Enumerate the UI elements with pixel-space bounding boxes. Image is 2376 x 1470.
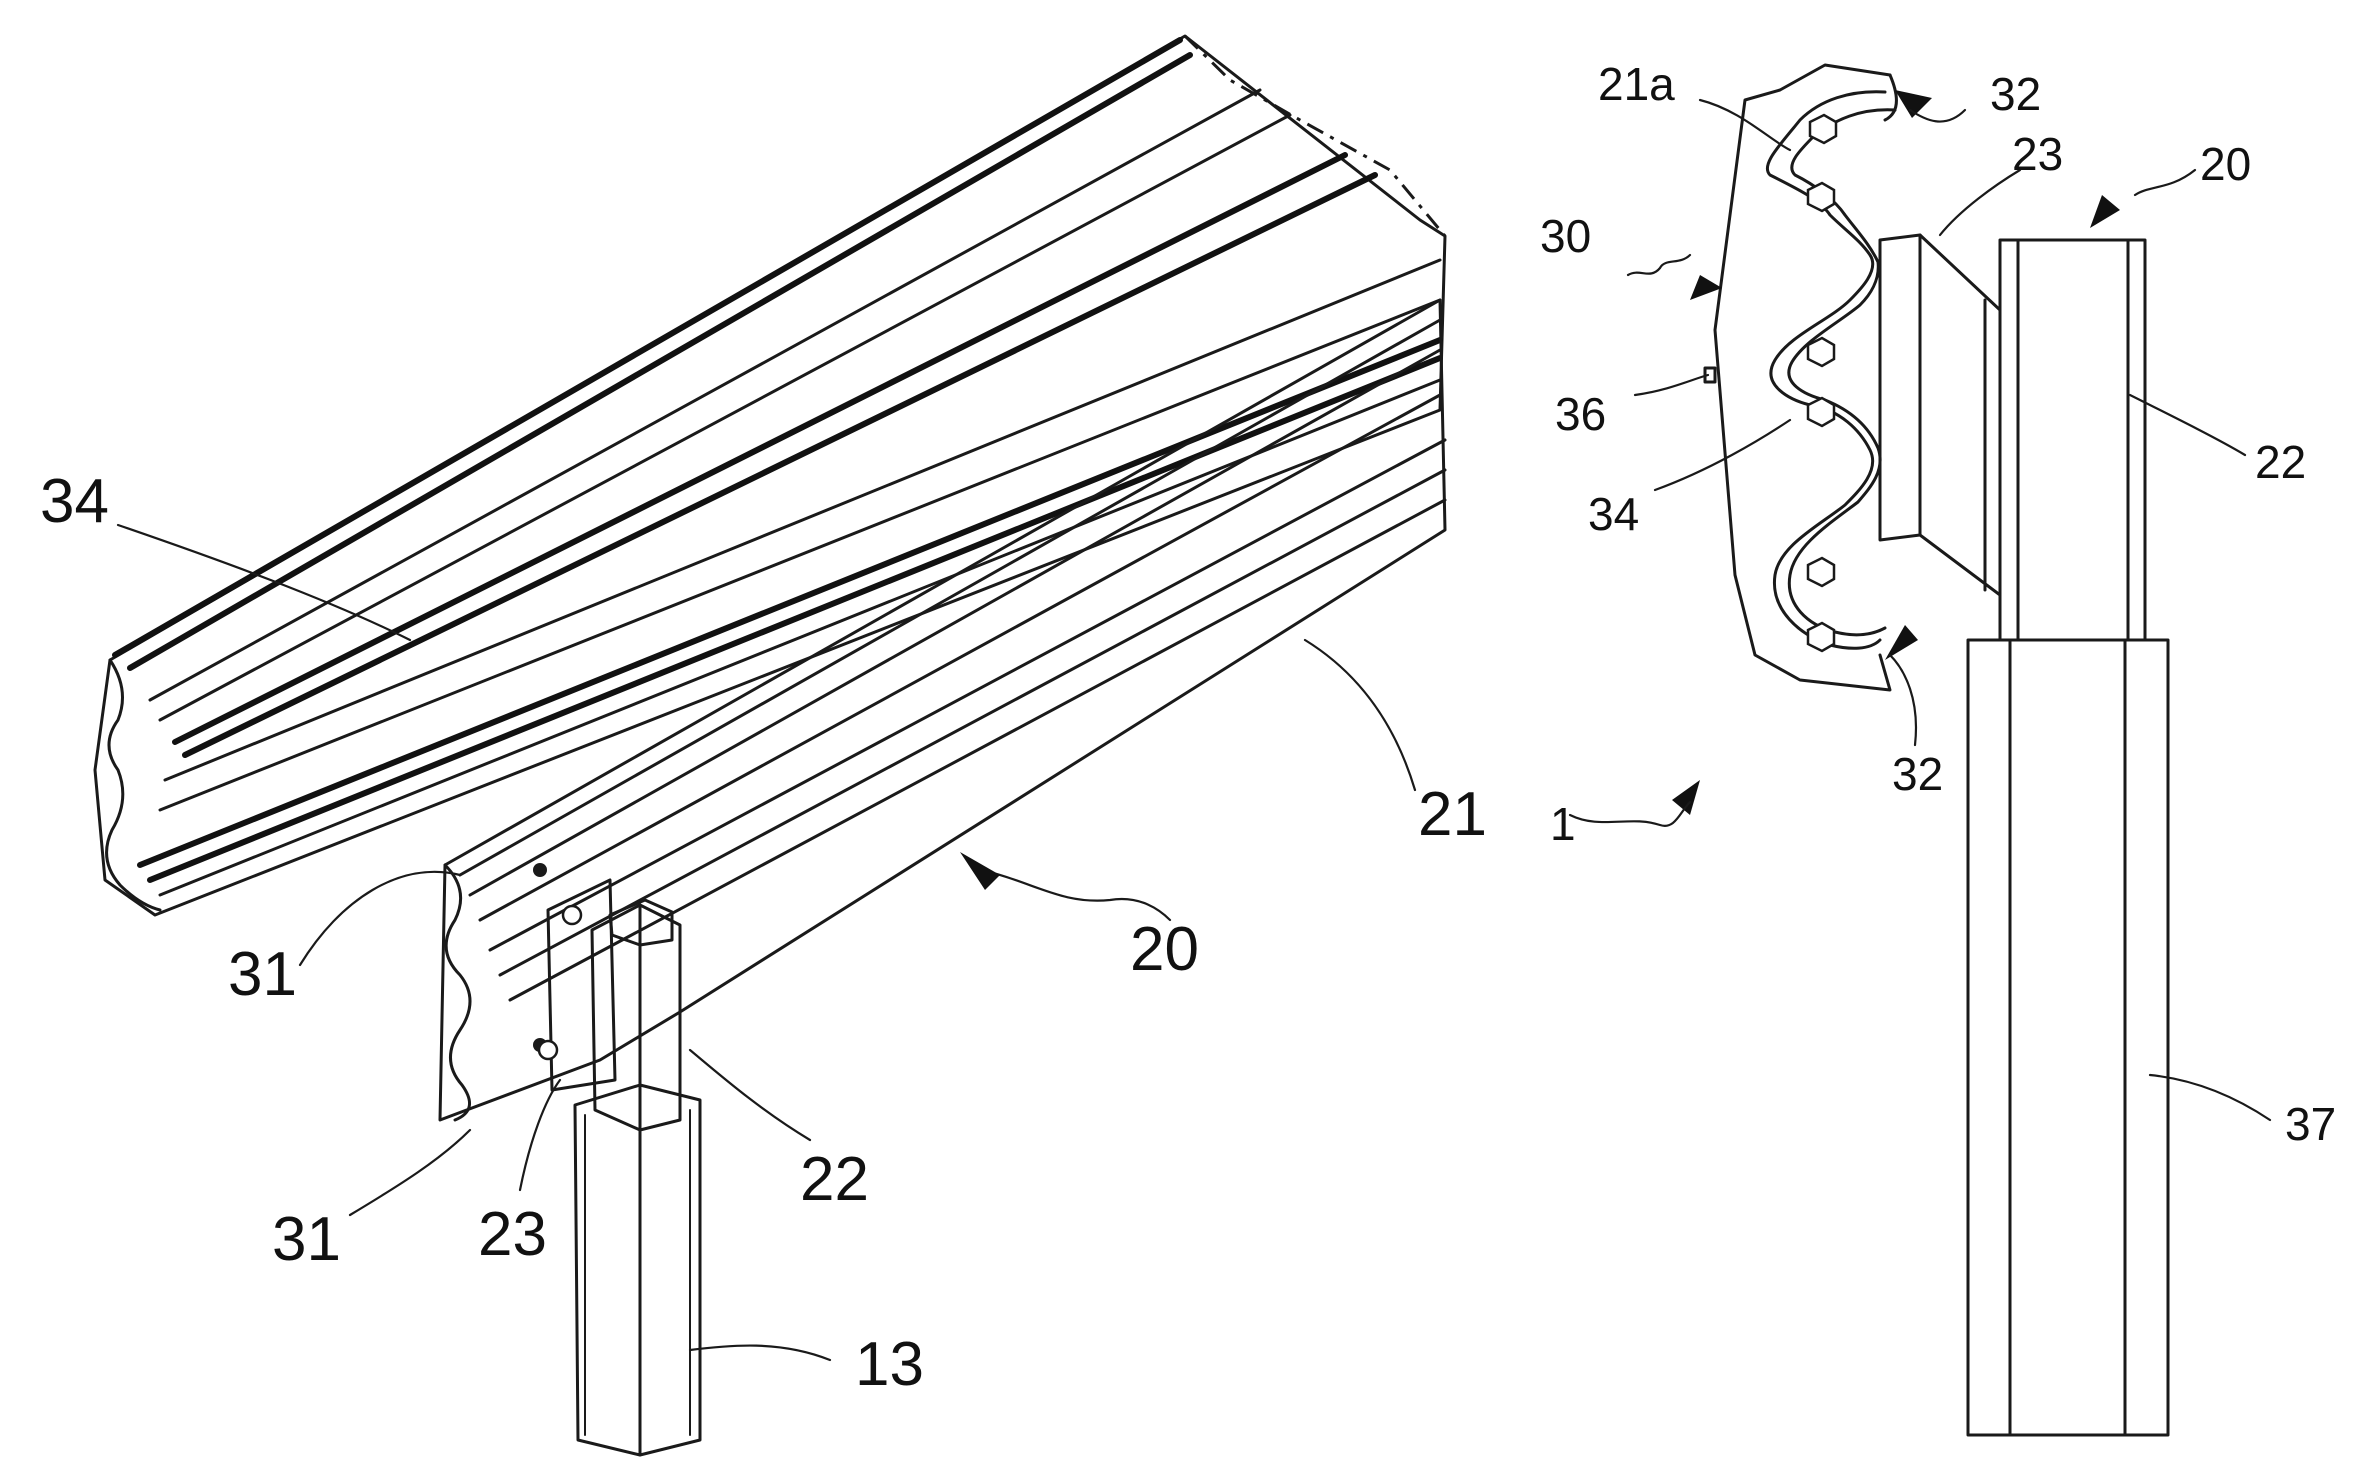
leader-36: [1633, 373, 1710, 397]
upper-rail-34: [93, 34, 1447, 917]
label-22-right: 22: [2255, 436, 2306, 488]
leader-20: [978, 868, 1172, 922]
label-23-right: 23: [2012, 128, 2063, 180]
label-21: 21: [1418, 780, 1487, 849]
bolt-head: [533, 863, 547, 877]
bolt: [537, 1039, 559, 1061]
arrow-20: [960, 852, 1000, 890]
label-37: 37: [2285, 1098, 2336, 1150]
left-perspective-view: 34 21 20 31 31 23 22 13: [40, 34, 1487, 1457]
cover-top-lip: [1883, 73, 1898, 122]
leader-23: [518, 1078, 562, 1192]
leader-31-top: [298, 870, 462, 967]
bolt: [561, 904, 583, 926]
arrow-32-bottom-head: [1885, 625, 1918, 660]
leader-32-top: [1908, 108, 1967, 123]
arrow-20-head: [2090, 195, 2120, 228]
leader-20-right: [2133, 168, 2197, 197]
arrow-1-head: [1672, 780, 1700, 815]
leader-37: [2148, 1073, 2272, 1122]
label-23: 23: [478, 1200, 547, 1269]
leader-31-bottom: [348, 1128, 472, 1217]
right-section-view: 21a 32 23 20 30 36 22 34 32 1 37: [1540, 58, 2336, 1437]
label-31-top: 31: [228, 940, 297, 1009]
label-22: 22: [800, 1145, 869, 1214]
label-36: 36: [1555, 388, 1606, 440]
label-13: 13: [855, 1330, 924, 1399]
leader-34: [116, 523, 412, 642]
label-1: 1: [1550, 798, 1576, 850]
leader-32-bottom: [1888, 653, 1917, 747]
leader-23-right: [1938, 168, 2022, 237]
leader-13: [688, 1344, 832, 1362]
lower-beam-21: [438, 298, 1447, 1122]
label-30: 30: [1540, 210, 1591, 262]
post-13: [573, 1083, 702, 1457]
label-21a: 21a: [1598, 58, 1675, 110]
label-20-right: 20: [2200, 138, 2251, 190]
wave-beam-21a: [1765, 90, 1887, 650]
spacer-23: [537, 878, 617, 1092]
post-22-section: [1998, 238, 2147, 642]
label-32-bottom: 32: [1892, 748, 1943, 800]
arrow-32-top-head: [1895, 90, 1932, 118]
label-31-bottom: 31: [272, 1205, 341, 1274]
label-34-right: 34: [1588, 488, 1639, 540]
bolt-group: [1806, 113, 1838, 653]
label-20: 20: [1130, 915, 1199, 984]
leader-22: [688, 1048, 812, 1142]
leader-22-right: [2128, 393, 2247, 457]
leader-21a: [1698, 98, 1792, 152]
leader-34-right: [1653, 418, 1792, 492]
label-32-top: 32: [1990, 68, 2041, 120]
leader-1: [1568, 800, 1692, 827]
base-37: [1966, 638, 2170, 1437]
leader-30: [1626, 253, 1692, 277]
leader-21: [1303, 638, 1417, 792]
label-34: 34: [40, 467, 109, 536]
spacer-23-section: [1878, 233, 2002, 597]
cover-30: [1713, 63, 1892, 692]
arrow-30-head: [1690, 275, 1722, 300]
